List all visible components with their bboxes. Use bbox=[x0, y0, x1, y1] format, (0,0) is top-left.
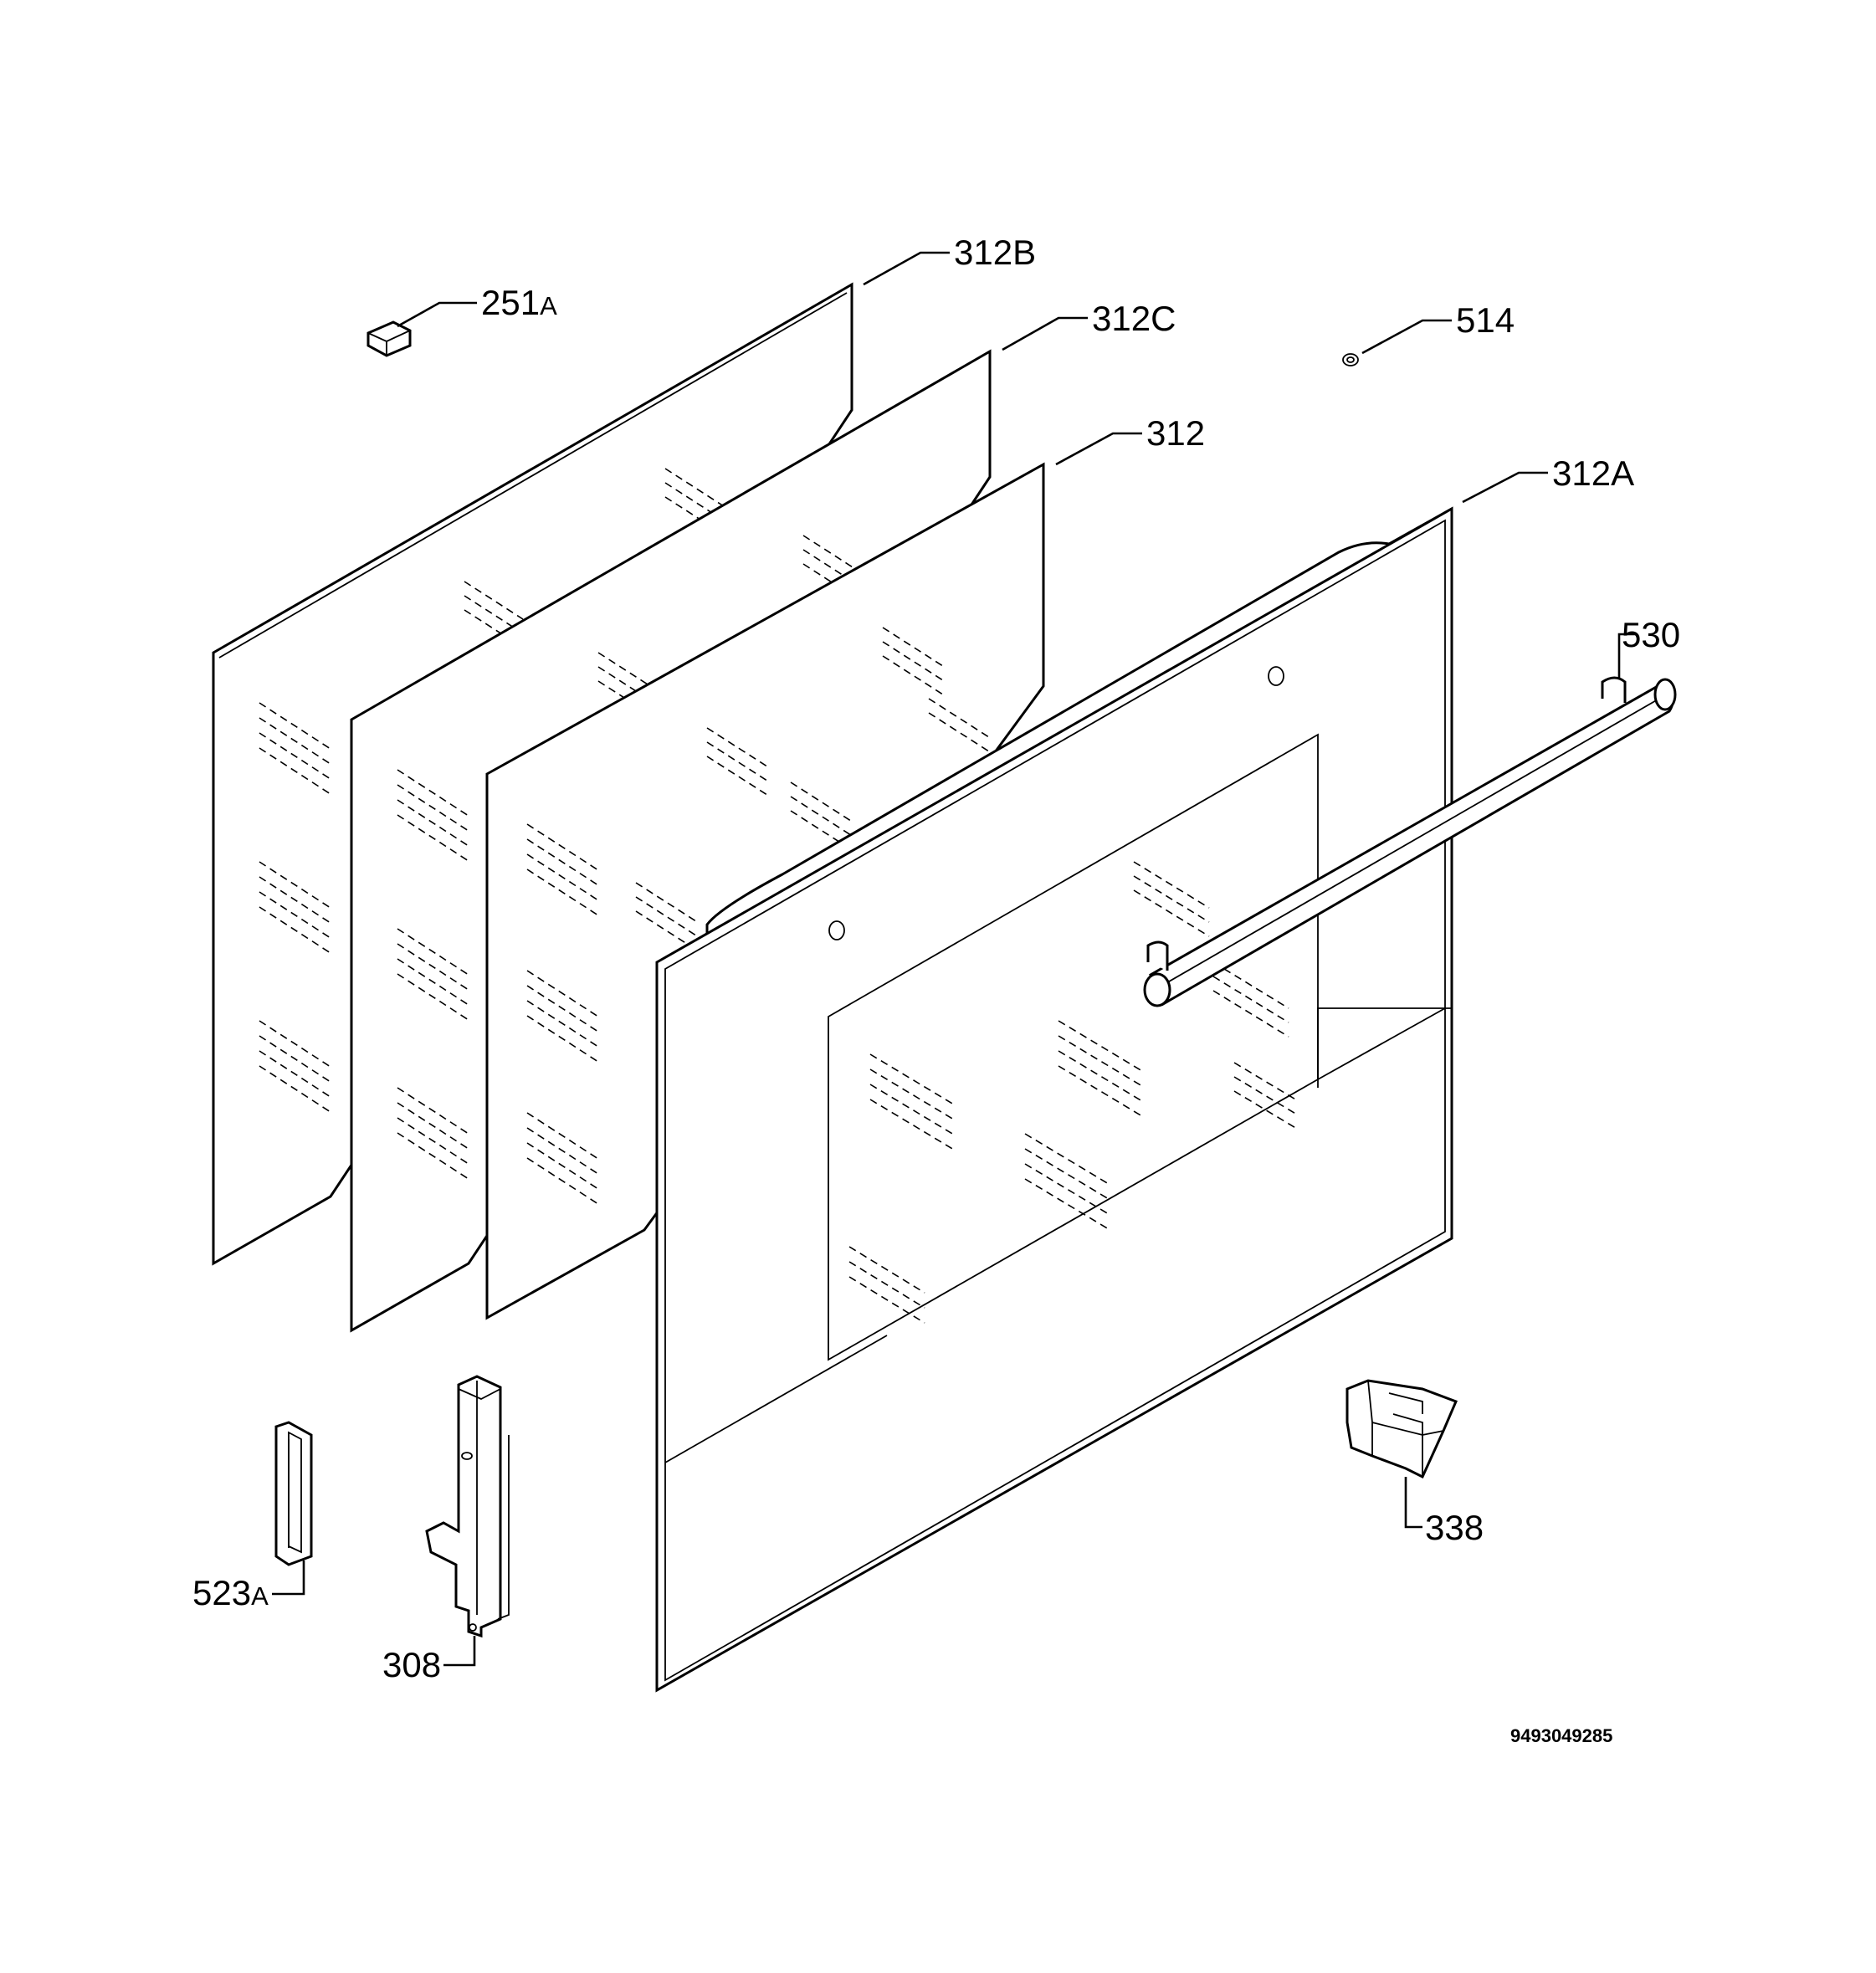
label-514: 514 bbox=[1456, 300, 1515, 340]
hinge-cover-523A bbox=[274, 1421, 313, 1566]
label-523A: 523A bbox=[192, 1573, 269, 1612]
hinge-308 bbox=[425, 1375, 510, 1638]
drawing-code: 9493049285 bbox=[1510, 1725, 1612, 1746]
vent-pattern bbox=[526, 627, 992, 1205]
leader-lines bbox=[272, 251, 1636, 1667]
label-308: 308 bbox=[382, 1645, 441, 1684]
vent-pattern bbox=[848, 861, 1298, 1324]
clip-251A bbox=[366, 320, 412, 357]
label-312: 312 bbox=[1146, 413, 1205, 453]
vent-pattern bbox=[397, 535, 863, 1180]
part-labels: 312B 251A 312C 514 312 312A 530 523A 308… bbox=[192, 233, 1680, 1746]
label-312B: 312B bbox=[954, 233, 1036, 272]
label-251A: 251A bbox=[481, 283, 557, 322]
label-530: 530 bbox=[1622, 615, 1680, 654]
label-338: 338 bbox=[1425, 1508, 1484, 1547]
outer-door-312A bbox=[655, 506, 1453, 1693]
vent-pattern bbox=[259, 468, 725, 1113]
label-312A: 312A bbox=[1552, 454, 1634, 493]
door-handle-530 bbox=[1143, 676, 1677, 1007]
label-312C: 312C bbox=[1092, 299, 1176, 338]
screw-514 bbox=[1342, 353, 1359, 366]
hinge-bracket-338 bbox=[1345, 1379, 1458, 1479]
